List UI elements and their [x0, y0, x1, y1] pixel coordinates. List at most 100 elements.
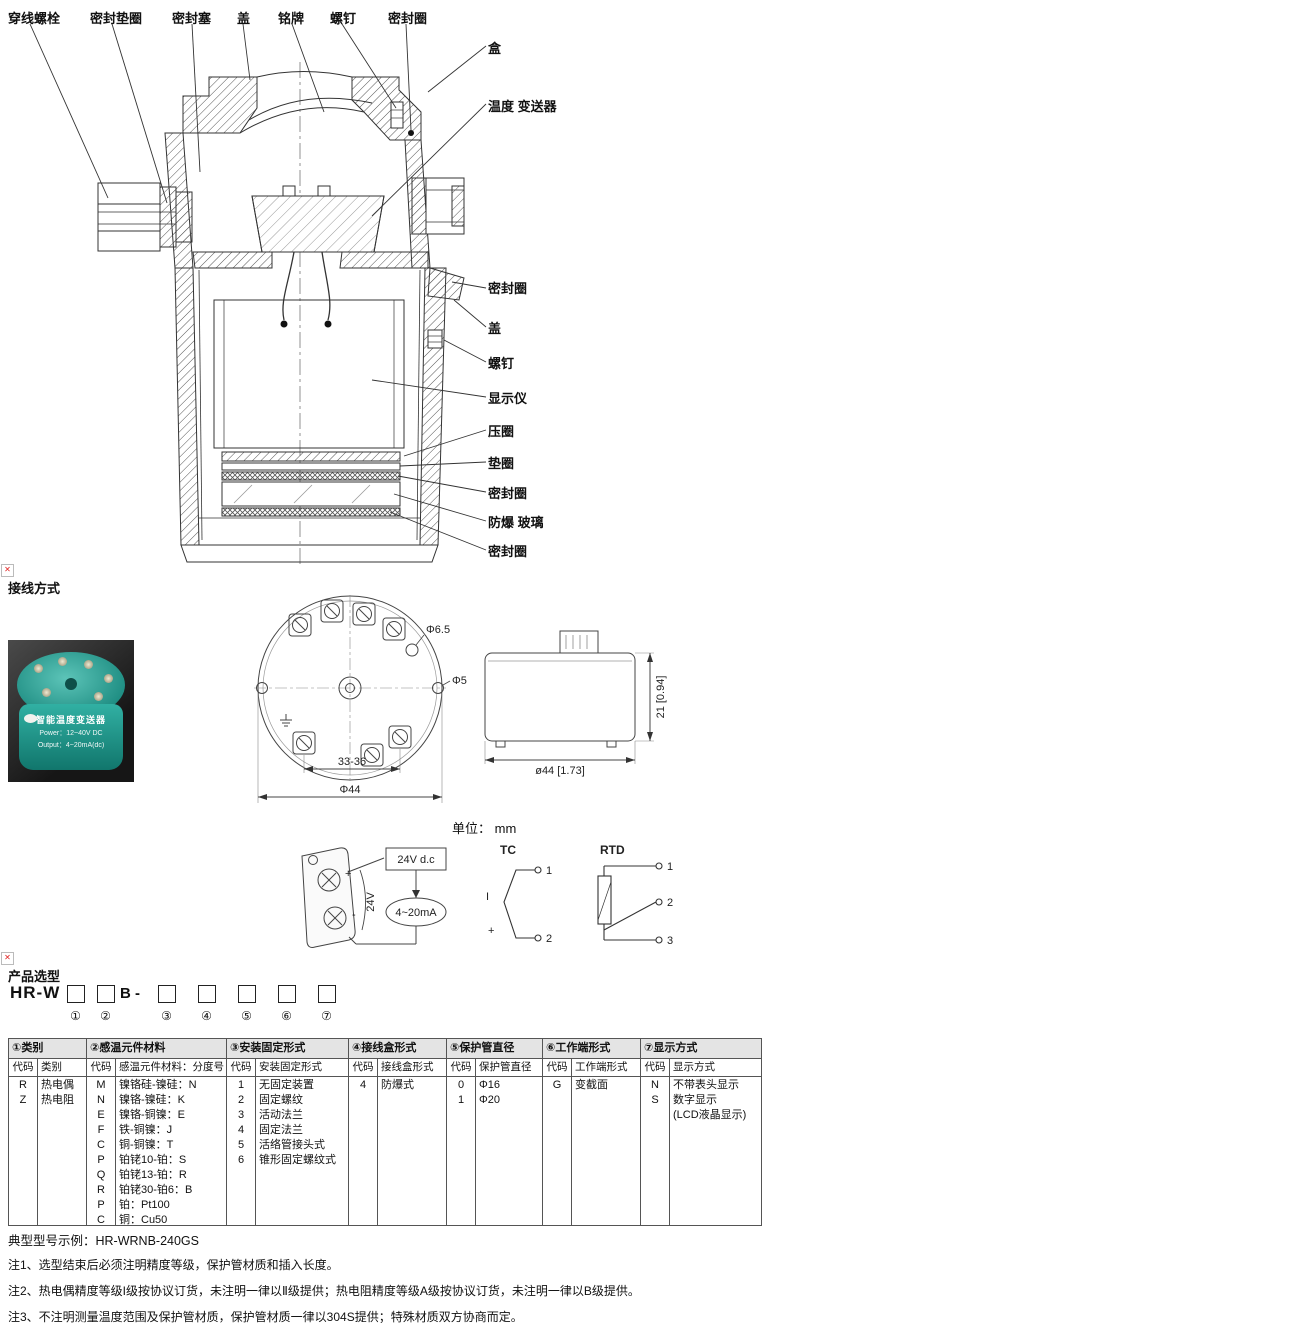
- dim-hole-diameter2: Φ5: [452, 675, 467, 687]
- part-label: 穿线螺栓: [8, 11, 61, 26]
- model-code-box-6: [278, 985, 296, 1003]
- part-label: 显示仪: [488, 391, 528, 406]
- code-cell: 4: [359, 1079, 367, 1091]
- code-column-header: 代码: [227, 1059, 256, 1076]
- code-cell: 6: [237, 1154, 245, 1166]
- part-label: 盖: [237, 11, 251, 26]
- rtd-wiring-diagram: RTD 1 2 3: [597, 843, 673, 947]
- name-cell: 铜：Cu50: [119, 1214, 168, 1226]
- part-label: 温度 变送器: [488, 99, 557, 114]
- table-group-header: ④接线盒形式: [349, 1039, 446, 1059]
- table-group-header: ⑥工作端形式: [543, 1039, 640, 1059]
- part-label: 螺钉: [488, 356, 515, 371]
- current-label: 4~20mA: [395, 907, 437, 919]
- seal-ring: [221, 507, 401, 517]
- washer: [221, 462, 401, 471]
- model-position-number: ③: [161, 1009, 172, 1023]
- sensor-wire: [282, 251, 295, 321]
- model-code-box-1: [67, 985, 85, 1003]
- table-subheader: 代码安装固定形式: [227, 1059, 348, 1077]
- name-cell: 镍铬-铜镍：E: [119, 1109, 185, 1121]
- name-column-header: 显示方式: [673, 1061, 715, 1073]
- code-column-header: 代码: [447, 1059, 476, 1076]
- cap-section-left: [182, 76, 258, 134]
- side-connector-tab: [559, 630, 599, 654]
- code-column-header: 代码: [87, 1059, 116, 1076]
- model-position-number: ②: [100, 1009, 111, 1023]
- name-cell: 铜-铜镍：T: [119, 1139, 174, 1151]
- part-label: 密封塞: [172, 11, 212, 26]
- note-1: 注1、选型结束后必须注明精度等级，保护管材质和插入长度。: [8, 1258, 339, 1272]
- terminal-block: [292, 731, 316, 755]
- name-cell: Φ20: [479, 1094, 501, 1106]
- broken-image-icon: ✕: [1, 952, 14, 965]
- table-group-header: ①类别: [9, 1039, 86, 1059]
- name-list: 热电偶热电阻: [38, 1077, 86, 1225]
- transmitter-side-view: 21 [0.94] ø44 [1.73]: [484, 630, 667, 777]
- name-column-header: 安装固定形式: [259, 1061, 322, 1073]
- name-cell: 铂铑30-铂6：B: [119, 1184, 193, 1196]
- note-3: 注3、不注明测量温度范围及保护管材质，保护管材质一律以304S提供；特殊材质双方…: [8, 1310, 523, 1323]
- part-label: 密封垫圈: [90, 11, 143, 26]
- selection-section-title: 产品选型: [8, 969, 61, 984]
- note-2: 注2、热电偶精度等级I级按协议订货，未注明一律以Ⅱ级提供；热电阻精度等级A级按协…: [8, 1284, 640, 1298]
- model-code-box-2: [97, 985, 115, 1003]
- code-cell: Z: [19, 1094, 27, 1106]
- name-cell: 镍铬硅-镍硅：N: [119, 1079, 197, 1091]
- name-cell: 固定法兰: [259, 1124, 303, 1136]
- seal-washer: [159, 186, 177, 248]
- photo-power-rating: Power：12~40V DC: [39, 730, 103, 737]
- tc-terminal-1: 1: [546, 865, 552, 877]
- tc-polarity-i: I: [486, 891, 489, 903]
- photo-screw: [58, 657, 67, 666]
- voltage-label: 24V: [365, 892, 377, 912]
- name-column-header: 工作端形式: [575, 1061, 628, 1073]
- terminal-block: [388, 725, 412, 749]
- mounting-hole: [432, 682, 444, 694]
- table-subheader: 代码显示方式: [641, 1059, 761, 1077]
- table-group-header: ②感温元件材料: [87, 1039, 226, 1059]
- transmitter-photo: 智能温度变送器 Power：12~40V DC Output：4~20mA(dc…: [8, 640, 134, 782]
- model-position-number: ④: [201, 1009, 212, 1023]
- table-group-header: ⑤保护管直径: [447, 1039, 542, 1059]
- fixing-hole: [405, 643, 419, 657]
- name-list: 变截面: [572, 1077, 640, 1225]
- code-cell: 5: [237, 1139, 245, 1151]
- model-position-number: ⑥: [281, 1009, 292, 1023]
- model-fixed-code: B -: [120, 985, 140, 1002]
- dim-span: 33-36: [338, 756, 366, 768]
- model-prefix: HR-W: [10, 983, 61, 1002]
- shell-flange: [427, 267, 465, 301]
- part-label: 密封圈: [488, 544, 528, 559]
- part-label: 铭牌: [278, 11, 305, 26]
- code-column-header: 代码: [9, 1059, 38, 1076]
- minus-label: -: [352, 909, 356, 921]
- model-code-box-3: [158, 985, 176, 1003]
- code-cell: P: [97, 1199, 105, 1211]
- code-cell: 2: [237, 1094, 245, 1106]
- top-screw: [390, 101, 404, 129]
- part-label: 盖: [488, 321, 502, 336]
- table-subheader: 代码感温元件材料：分度号: [87, 1059, 226, 1077]
- code-cell: R: [19, 1079, 27, 1091]
- name-column-header: 接线盒形式: [381, 1061, 434, 1073]
- name-cell: 活动法兰: [259, 1109, 303, 1121]
- code-cell: [641, 1108, 669, 1123]
- broken-image-icon: ✕: [1, 564, 14, 577]
- part-label: 密封圈: [388, 11, 428, 26]
- dim-width: ø44 [1.73]: [535, 765, 585, 777]
- code-column-header: 代码: [543, 1059, 572, 1076]
- model-position-number: ⑦: [321, 1009, 332, 1023]
- terminal-screw: [323, 906, 347, 930]
- name-cell: 锥形固定螺纹式: [259, 1154, 336, 1166]
- name-cell: 铁-铜镍：J: [119, 1124, 173, 1136]
- center-hole: [338, 676, 362, 700]
